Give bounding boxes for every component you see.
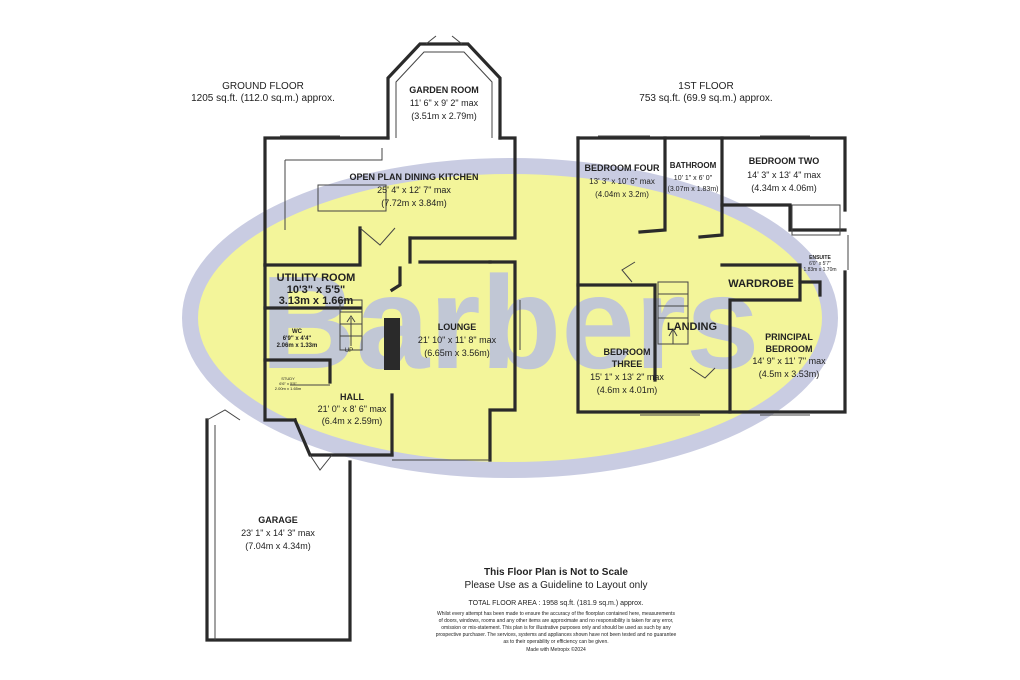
room-bedroom-two-name: BEDROOM TWO: [749, 156, 820, 166]
footer-total-area: TOTAL FLOOR AREA : 1958 sq.ft. (181.9 sq…: [469, 600, 644, 607]
footer-disclaimer-line: prospective purchaser. The services, sys…: [436, 632, 677, 638]
room-landing-name: LANDING: [667, 321, 717, 333]
room-study-imperial: 6'6" x 5'5": [279, 381, 297, 386]
room-utility-name: UTILITY ROOM: [277, 272, 356, 284]
room-bedroom-two-metric: (4.34m x 4.06m): [751, 183, 817, 193]
room-wardrobe-name: WARDROBE: [728, 278, 793, 290]
floor-headings: GROUND FLOOR 1205 sq.ft. (112.0 sq.m.) a…: [191, 81, 773, 104]
room-hall-metric: (6.4m x 2.59m): [322, 416, 383, 426]
room-garage-imperial: 23' 1" x 14' 3" max: [241, 528, 315, 538]
room-principal-imperial: 14' 9" x 11' 7" max: [752, 356, 826, 366]
footer: This Floor Plan is Not to Scale Please U…: [436, 567, 677, 653]
ground-floor-area: 1205 sq.ft. (112.0 sq.m.) approx.: [191, 93, 335, 104]
room-study-name: STUDY: [281, 376, 295, 381]
room-wc-metric: 2.06m x 1.33m: [277, 343, 318, 349]
room-utility-metric: 3.13m x 1.66m: [279, 295, 354, 307]
room-utility-imperial: 10'3" x 5'5": [287, 284, 345, 296]
footer-disclaimer-line: as to their operability or efficiency ca…: [503, 639, 608, 645]
first-floor-title: 1ST FLOOR: [678, 81, 733, 92]
room-bathroom-imperial: 10' 1" x 6' 0": [674, 175, 713, 182]
room-hall-name: HALL: [340, 392, 364, 402]
room-garden-room-imperial: 11' 6" x 9' 2" max: [410, 98, 479, 108]
room-lounge-name: LOUNGE: [438, 322, 477, 332]
first-floor-plan: [576, 135, 849, 416]
room-bathroom-name: BATHROOM: [670, 161, 717, 170]
watermark-text: Barbers: [261, 249, 760, 396]
first-floor-area: 753 sq.ft. (69.9 sq.m.) approx.: [639, 93, 772, 104]
room-garden-room-metric: (3.51m x 2.79m): [411, 111, 477, 121]
stairs-up-label: UP: [345, 348, 353, 354]
room-garage-name: GARAGE: [258, 515, 298, 525]
room-bedroom-three-imperial: 15' 1" x 13' 2" max: [590, 372, 664, 382]
footer-disclaimer-line: of doors, windows, rooms and any other i…: [439, 618, 674, 624]
footer-made-with: Made with Metropix ©2024: [526, 646, 586, 653]
footer-guideline: Please Use as a Guideline to Layout only: [465, 580, 648, 591]
room-bathroom-metric: (3.07m x 1.83m): [668, 186, 719, 193]
room-ensuite-imperial: 6'0" x 5'7": [809, 261, 831, 267]
room-hall-imperial: 21' 0" x 8' 6" max: [318, 404, 387, 414]
room-study-metric: 2.00m x 1.65m: [275, 386, 302, 391]
watermark: Barbers: [182, 158, 838, 478]
room-bedroom-four-imperial: 13' 3" x 10' 6" max: [589, 177, 655, 186]
room-kitchen-name: OPEN PLAN DINING KITCHEN: [349, 172, 478, 182]
room-ensuite-name: ENSUITE: [809, 255, 831, 261]
footer-disclaimer-line: omission or mis-statement. This plan is …: [441, 625, 671, 631]
room-bedroom-four-metric: (4.04m x 3.2m): [595, 190, 649, 199]
room-lounge-imperial: 21' 10" x 11' 8" max: [418, 335, 497, 345]
room-labels: GARDEN ROOM 11' 6" x 9' 2" max (3.51m x …: [241, 85, 836, 551]
room-ensuite-metric: 1.83m x 1.70m: [803, 267, 836, 273]
ground-floor-plan: [205, 35, 521, 642]
room-kitchen-metric: (7.72m x 3.84m): [381, 198, 447, 208]
footer-disclaimer-line: Whilst every attempt has been made to en…: [437, 611, 675, 617]
room-wc-name: WC: [292, 329, 303, 335]
ground-floor-title: GROUND FLOOR: [222, 81, 304, 92]
room-bedroom-four-name: BEDROOM FOUR: [585, 163, 660, 173]
room-bedroom-three-metric: (4.6m x 4.01m): [597, 385, 658, 395]
room-bedroom-two-imperial: 14' 3" x 13' 4" max: [747, 170, 821, 180]
room-kitchen-imperial: 25' 4" x 12' 7" max: [377, 185, 451, 195]
room-garage-metric: (7.04m x 4.34m): [245, 541, 311, 551]
room-garden-room-name: GARDEN ROOM: [409, 85, 479, 95]
room-wc-imperial: 6'9" x 4'4": [283, 336, 312, 342]
footer-not-to-scale: This Floor Plan is Not to Scale: [484, 567, 628, 578]
room-principal-metric: (4.5m x 3.53m): [759, 369, 820, 379]
watermark-oval: [182, 158, 838, 478]
room-lounge-metric: (6.65m x 3.56m): [424, 348, 490, 358]
